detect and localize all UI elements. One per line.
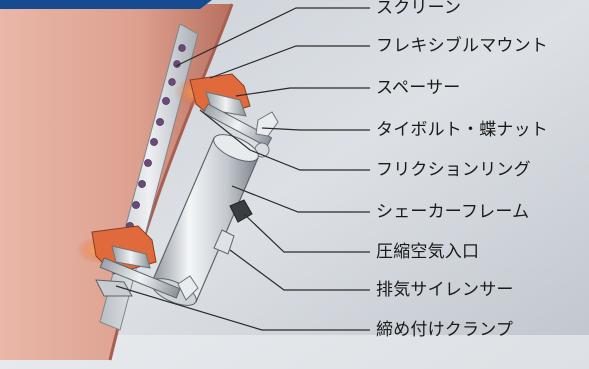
leader-line-shaker-frame [231,185,370,213]
leader-line-screen [175,7,370,67]
label-screen: スクリーン [376,0,462,18]
upper-mount-assembly [174,73,279,158]
spacer-lower [111,245,151,269]
tie-bolt-lower [99,257,181,299]
leader-line-spacer [235,87,370,97]
label-shaker-frame: シェーカーフレーム [376,202,530,222]
leader-line-flexible-mount [209,45,370,79]
label-flexible-mount: フレキシブルマウント [376,36,548,56]
leader-line-friction-ring [199,109,370,171]
leader-line-tie-bolt [261,127,370,131]
label-tie-bolt-wing-nut: タイボルト・蝶ナット [376,120,548,140]
label-clamp: 締め付けクランプ [376,320,514,340]
label-compressed-air-inlet: 圧縮空気入口 [376,242,480,262]
screen-holes [109,44,186,296]
lower-mount-assembly [76,225,199,301]
label-exhaust-silencer: 排気サイレンサー [376,280,514,300]
leader-line-air-inlet [243,213,370,253]
clamp-part [95,279,133,297]
label-spacer: スペーサー [376,78,461,98]
label-friction-ring: フリクションリング [376,160,531,180]
tie-bolt-upper [202,103,273,148]
leader-line-clamp [115,285,370,331]
shaker-cylinder-top [213,134,259,162]
leader-line-exhaust-silencer [229,249,370,291]
leader-lines [115,7,370,331]
exhaust-silencer-part [213,229,235,255]
header-tab [0,0,212,9]
wing-nut-lower [177,275,199,301]
